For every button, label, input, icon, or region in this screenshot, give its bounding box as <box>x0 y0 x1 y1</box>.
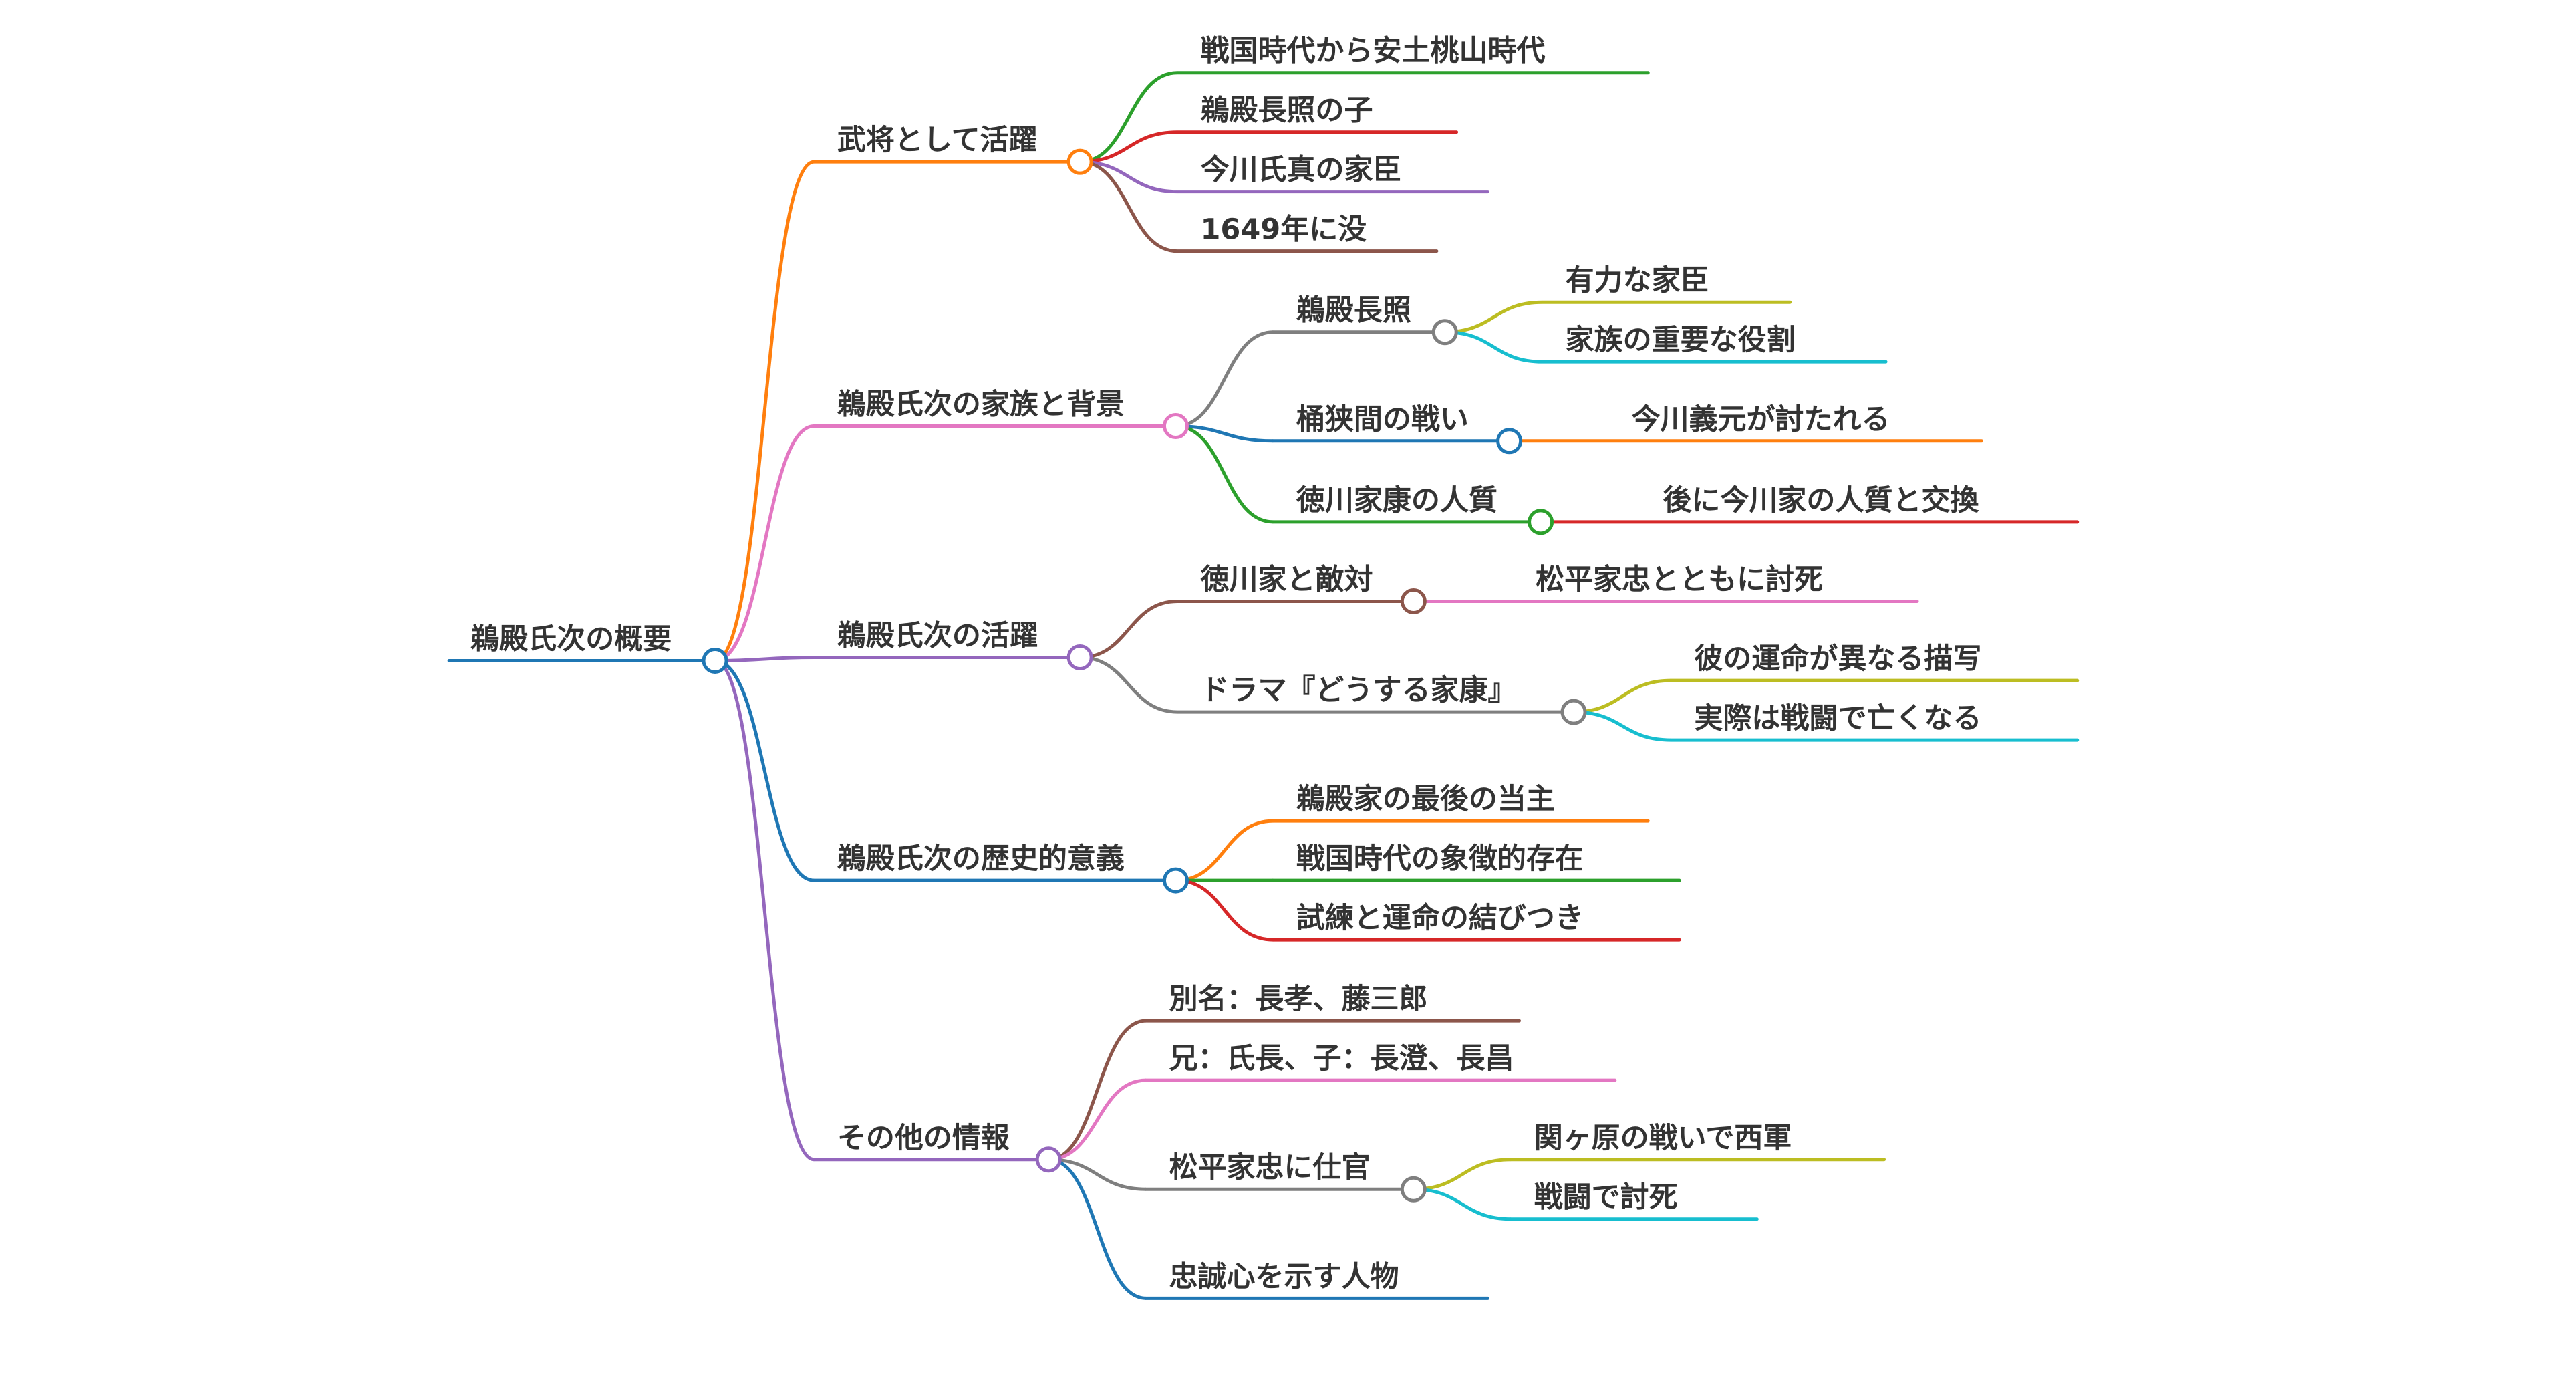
branch-connector <box>714 160 815 662</box>
branch-connector <box>1080 656 1177 714</box>
collapse-toggle-circle[interactable] <box>1162 867 1189 894</box>
node-label[interactable]: 松平家忠に仕官 <box>1169 1151 1371 1184</box>
node-label[interactable]: 鵜殿長照 <box>1296 294 1411 328</box>
node-label[interactable]: 戦国時代の象徴的存在 <box>1296 842 1584 876</box>
collapse-toggle-circle[interactable] <box>1162 413 1189 440</box>
underlines <box>447 71 2080 1300</box>
branch-connector <box>1574 710 1671 742</box>
node-label[interactable]: 徳川家と敵対 <box>1200 563 1373 597</box>
node-label[interactable]: 桶狭間の戦い <box>1296 403 1469 436</box>
node-label[interactable]: 今川義元が討たれる <box>1632 403 1890 436</box>
node-label[interactable]: 試練と運命の結びつき <box>1296 902 1584 935</box>
branch-connector <box>1080 71 1177 164</box>
collapse-toggle-circle[interactable] <box>1035 1146 1062 1173</box>
branch-connector <box>1445 330 1543 364</box>
branch-connector <box>715 656 815 662</box>
node-label[interactable]: 鵜殿氏次の家族と背景 <box>837 388 1125 422</box>
branch-connector <box>1445 300 1543 334</box>
node-label[interactable]: 鵜殿氏次の歴史的意義 <box>837 842 1125 876</box>
branch-connector <box>1175 424 1274 524</box>
branch-connector <box>1175 424 1274 443</box>
collapse-toggle-circle[interactable] <box>1560 699 1587 725</box>
node-circles <box>702 148 1587 1203</box>
node-label[interactable]: 鵜殿家の最後の当主 <box>1296 783 1555 816</box>
node-label[interactable]: 1649年に没 <box>1201 213 1367 247</box>
node-label[interactable]: 実際は戦闘で亡くなる <box>1694 702 1981 735</box>
branch-connector <box>1175 878 1274 942</box>
branch-connector <box>1048 1158 1146 1191</box>
branch-connector <box>1413 1158 1512 1191</box>
node-label[interactable]: 鵜殿氏次の活躍 <box>837 620 1038 653</box>
collapse-toggle-circle[interactable] <box>1066 148 1093 175</box>
node-label[interactable]: 家族の重要な役割 <box>1566 324 1796 357</box>
branch-connector <box>1574 678 1671 714</box>
branch-connector <box>1080 130 1177 164</box>
node-label[interactable]: 松平家忠とともに討死 <box>1536 563 1823 597</box>
collapse-toggle-circle[interactable] <box>1400 588 1427 614</box>
node-label[interactable]: その他の情報 <box>837 1122 1010 1155</box>
node-label[interactable]: 戦国時代から安土桃山時代 <box>1201 35 1546 68</box>
branch-connector <box>1048 1019 1147 1162</box>
branch-connector <box>714 658 815 882</box>
node-label[interactable]: 彼の運命が異なる描写 <box>1694 642 1981 676</box>
root-node-label[interactable]: 鵜殿氏次の概要 <box>470 622 672 656</box>
node-label[interactable]: 戦闘で討死 <box>1534 1181 1678 1215</box>
branch-connector <box>1175 330 1274 428</box>
node-label[interactable]: 関ヶ原の戦いで西軍 <box>1534 1122 1792 1155</box>
node-label[interactable]: 徳川家康の人質 <box>1296 484 1497 517</box>
node-label[interactable]: 別名：長孝、藤三郎 <box>1169 983 1428 1016</box>
node-label[interactable]: 武将として活躍 <box>837 124 1038 157</box>
node-label[interactable]: 今川氏真の家臣 <box>1201 154 1402 187</box>
collapse-toggle-circle[interactable] <box>1496 428 1523 455</box>
branch-connector <box>1048 1078 1147 1162</box>
collapse-toggle-circle[interactable] <box>1528 509 1554 535</box>
node-label[interactable]: 忠誠心を示す人物 <box>1169 1260 1399 1293</box>
branch-connector <box>1080 160 1177 253</box>
collapse-toggle-circle[interactable] <box>1431 319 1458 346</box>
collapse-toggle-circle[interactable] <box>702 647 728 674</box>
branch-connector <box>1048 1158 1147 1300</box>
node-label[interactable]: ドラマ『どうする家康』 <box>1201 674 1517 707</box>
branch-connector <box>1175 819 1274 882</box>
branch-connector <box>1413 1187 1512 1221</box>
node-label[interactable]: 後に今川家の人質と交換 <box>1663 484 1979 517</box>
node-label[interactable]: 有力な家臣 <box>1566 264 1709 297</box>
branch-connector <box>1080 600 1177 660</box>
collapse-toggle-circle[interactable] <box>1400 1176 1427 1203</box>
node-label[interactable]: 鵜殿長照の子 <box>1201 94 1373 128</box>
node-label[interactable]: 兄：氏長、子：長澄、長昌 <box>1169 1042 1514 1076</box>
branch-connector <box>1080 160 1177 194</box>
branch-connector <box>714 424 815 662</box>
connectors <box>714 71 1671 1300</box>
collapse-toggle-circle[interactable] <box>1066 644 1093 671</box>
branch-connector <box>714 658 815 1162</box>
